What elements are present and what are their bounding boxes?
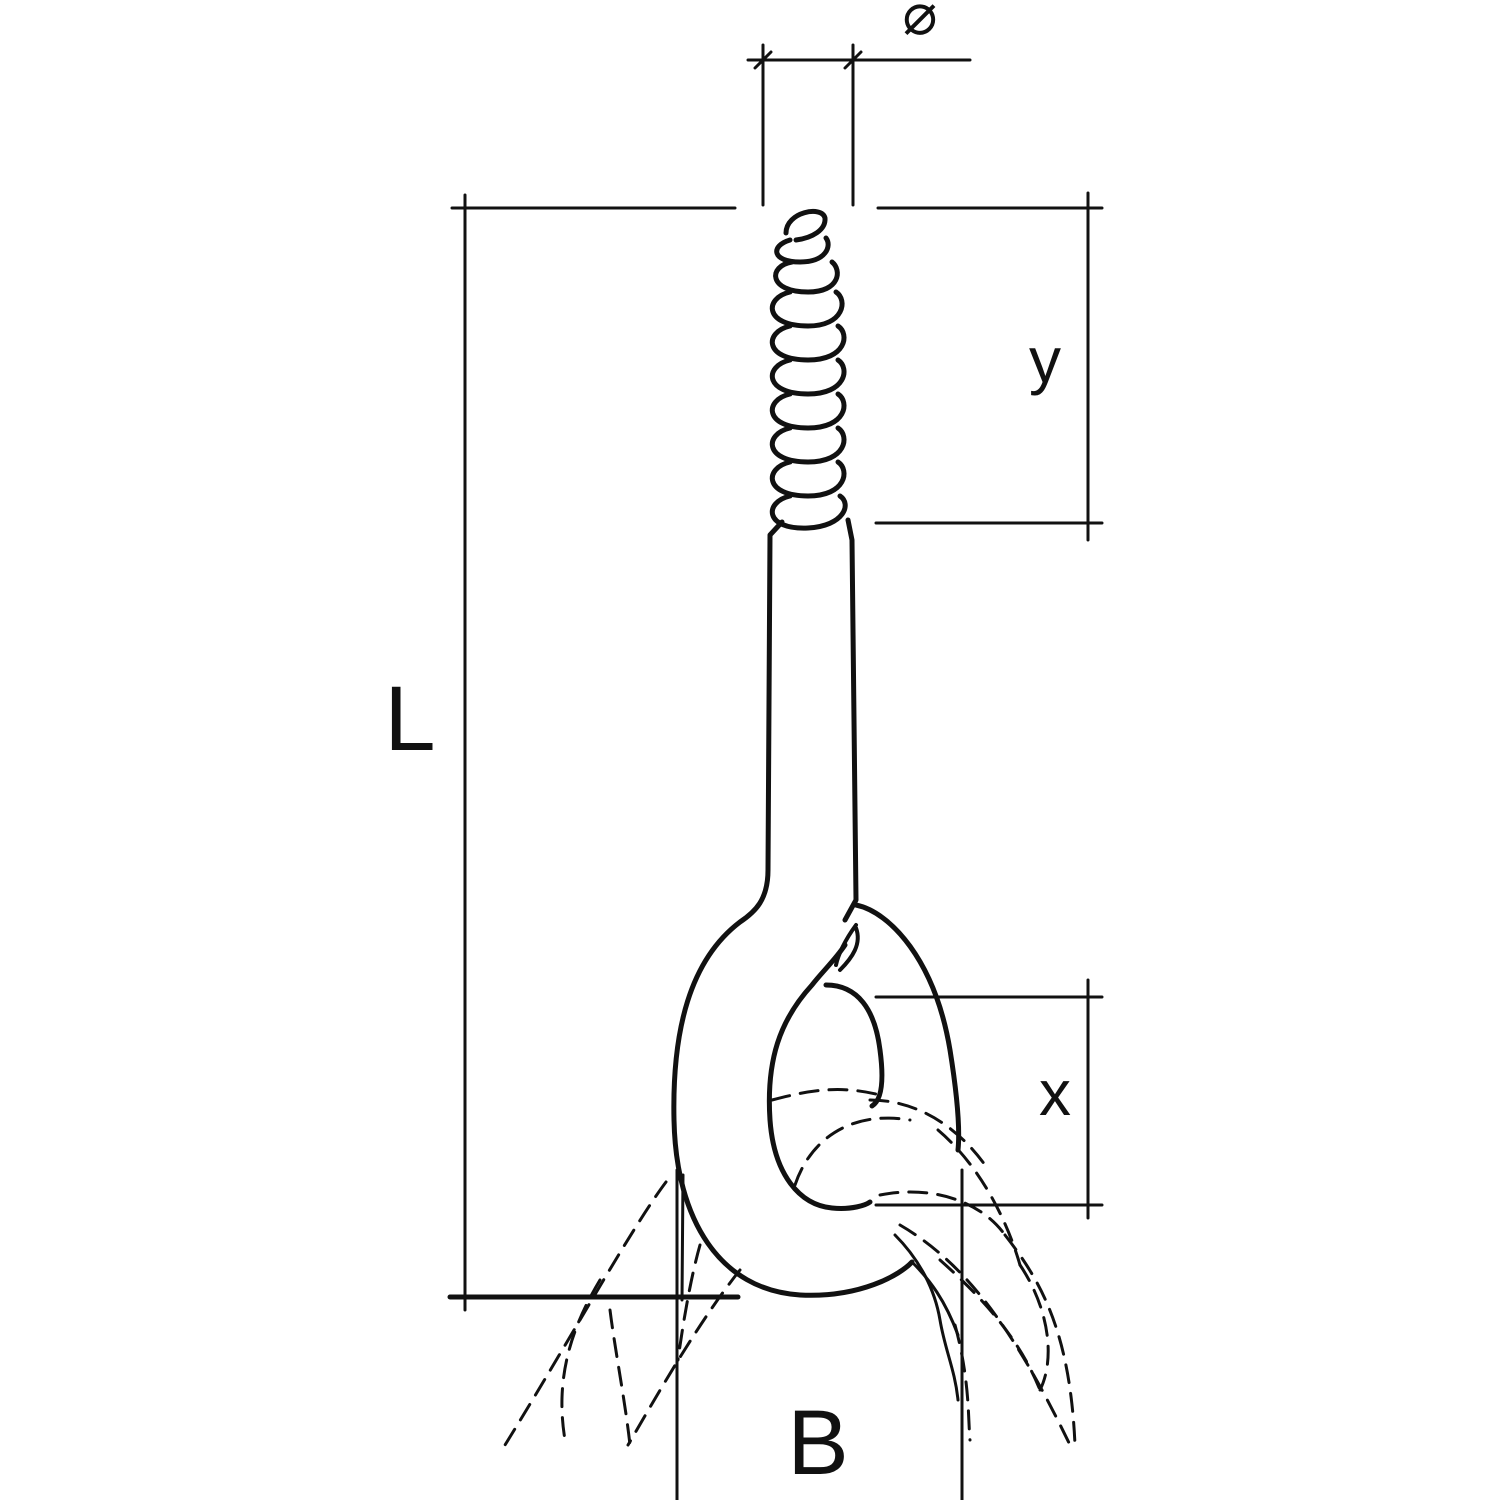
screw-thread: [769, 208, 848, 531]
screw-shank: [671, 517, 962, 1298]
diameter-label: ⌀: [903, 0, 938, 47]
thread-length-label: y: [1029, 324, 1061, 396]
dimension-lines: [447, 43, 1104, 1500]
length-label: L: [384, 668, 435, 770]
rope-solid: [680, 1173, 960, 1402]
rope-dashed: [503, 1088, 1077, 1447]
eye-opening: [766, 942, 885, 1211]
eye-inner-label: x: [1039, 1057, 1071, 1129]
width-label: B: [787, 1392, 848, 1494]
